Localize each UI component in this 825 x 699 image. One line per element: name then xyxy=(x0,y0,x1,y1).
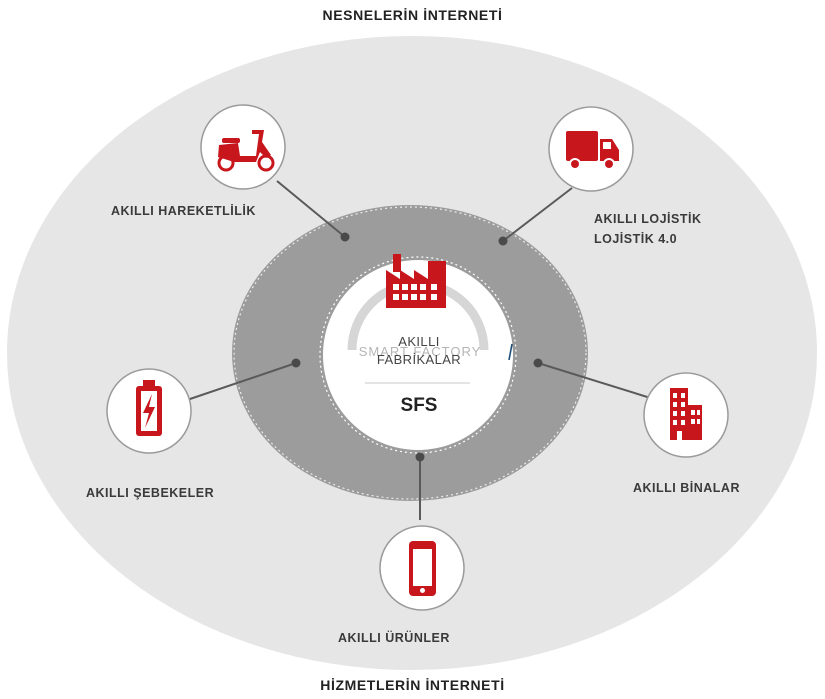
node-mobility-circle xyxy=(200,104,286,190)
label-products: AKILLI ÜRÜNLER xyxy=(338,631,450,645)
label-grids: AKILLI ŞEBEKELER xyxy=(86,486,215,500)
scooter-icon xyxy=(217,130,275,172)
connector-grids xyxy=(186,362,297,401)
smartphone-icon xyxy=(409,541,436,596)
node-products xyxy=(379,525,465,611)
building-icon xyxy=(670,388,702,440)
center-label-line1: AKILLI xyxy=(398,334,440,349)
inner-ring-dotted-outline xyxy=(233,206,587,500)
battery-icon xyxy=(136,380,162,436)
iot-title: NESNELERİN İNTERNETİ xyxy=(322,7,503,23)
label-buildings: AKILLI BİNALAR xyxy=(633,481,740,495)
center-circle-dotted-outline xyxy=(319,256,517,454)
ios-title: HİZMETLERİN İNTERNETİ xyxy=(320,677,505,693)
label-logistics-line1: AKILLI LOJİSTİK xyxy=(594,212,702,226)
connector-dots xyxy=(291,232,543,462)
node-logistics xyxy=(548,106,634,192)
node-mobility xyxy=(200,104,286,190)
node-grids xyxy=(106,368,192,454)
connector-dot-grids xyxy=(291,358,301,368)
connector-dot-mobility xyxy=(340,232,350,242)
connector-logistics xyxy=(502,187,573,242)
center-label-line2: FABRİKALAR xyxy=(376,352,462,367)
connector-dot-products xyxy=(415,452,425,462)
center-watermark: SMART FACTORY xyxy=(359,344,482,359)
connector-dot-buildings xyxy=(533,358,543,368)
center-code: SFS xyxy=(400,395,438,416)
truck-icon xyxy=(566,131,619,170)
connectors xyxy=(186,180,658,520)
factory-icon xyxy=(386,254,446,308)
label-logistics-line2: LOJİSTİK 4.0 xyxy=(594,232,678,246)
center-circle xyxy=(323,260,513,450)
center-tick-mark xyxy=(508,343,513,361)
node-buildings xyxy=(643,372,729,458)
connector-buildings xyxy=(537,362,658,401)
connector-dot-logistics xyxy=(498,236,508,246)
label-mobility: AKILLI HAREKETLİLİK xyxy=(111,204,256,218)
connector-mobility xyxy=(276,180,346,238)
